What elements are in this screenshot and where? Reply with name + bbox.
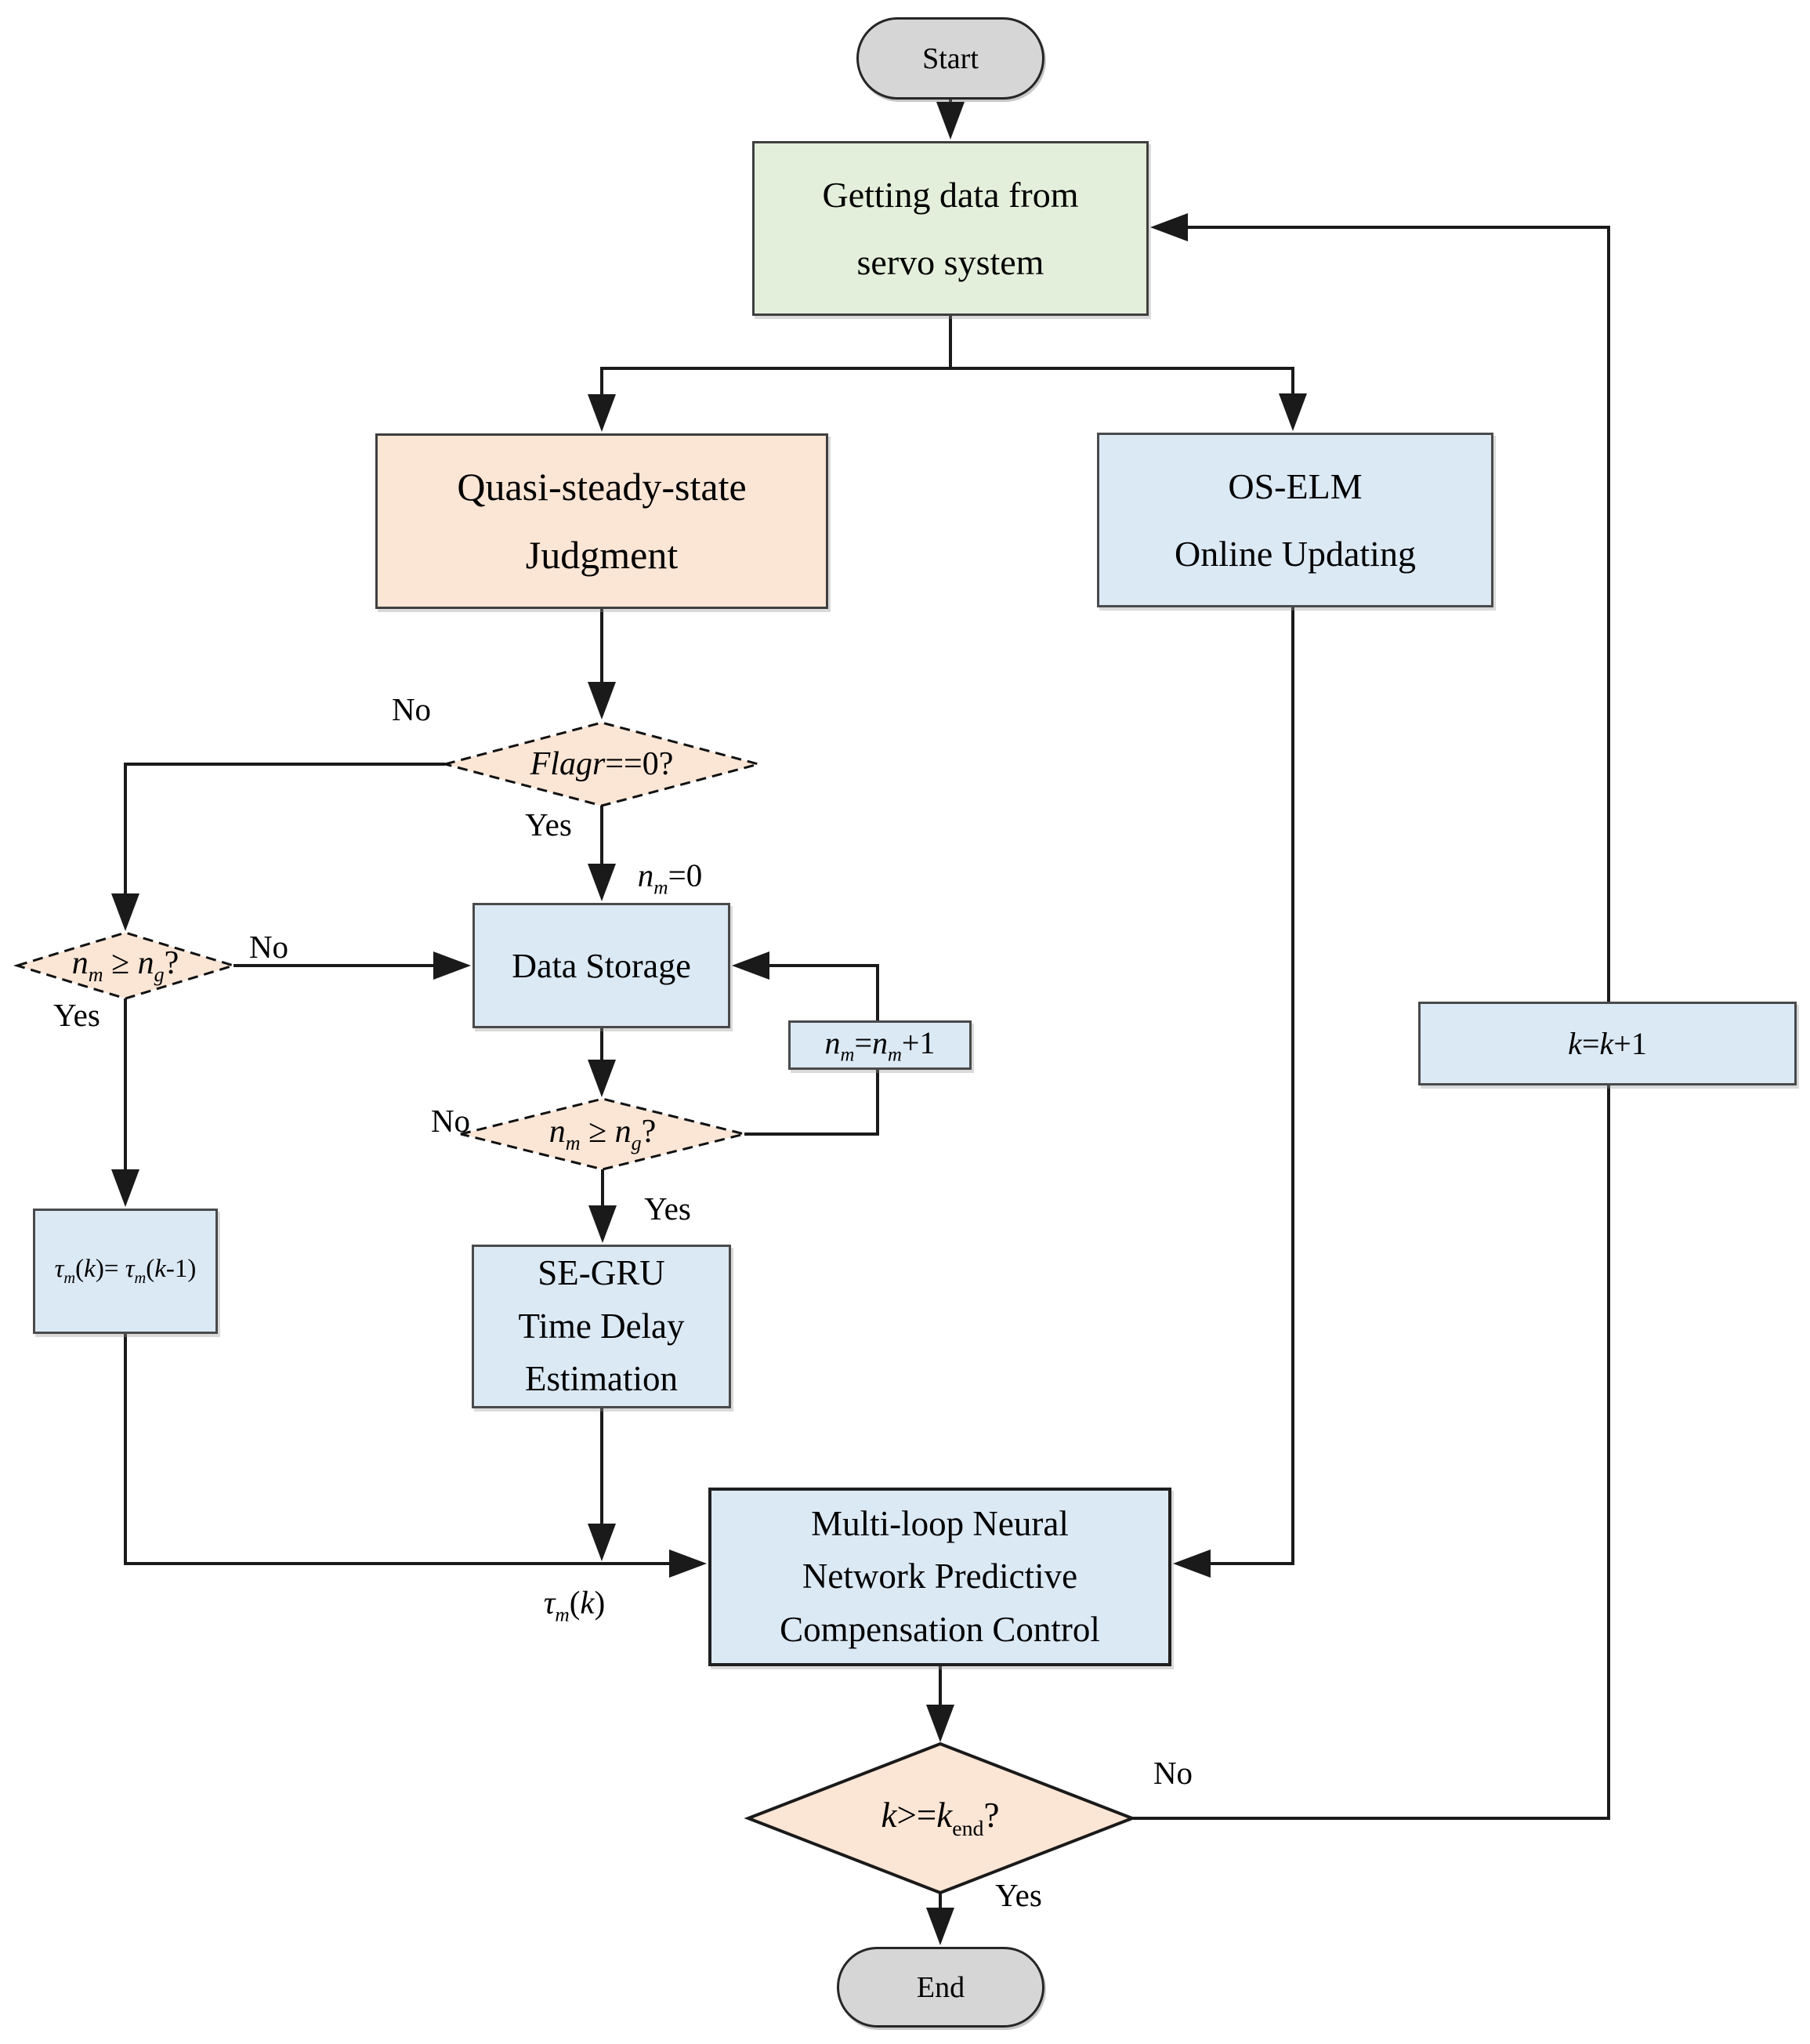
end-terminal: End bbox=[837, 1947, 1044, 2028]
tau-hold-label: τm(k)= τm(k-1) bbox=[54, 1255, 197, 1287]
kend-decision-diamond bbox=[744, 1741, 1137, 1895]
tau-hold-box: τm(k)= τm(k-1) bbox=[33, 1209, 218, 1334]
nm-decision-mid-label: nm ≥ ng? bbox=[548, 1114, 657, 1154]
oselm-line1: OS-ELM bbox=[1228, 466, 1363, 507]
nm-init-label: nm=0 bbox=[637, 857, 703, 899]
nm-increment-box: nm=nm+1 bbox=[788, 1020, 972, 1070]
getting-data-line2: servo system bbox=[856, 241, 1044, 282]
segru-line2: Time Delay bbox=[518, 1306, 685, 1346]
oselm-line2: Online Updating bbox=[1175, 533, 1416, 574]
segru-line1: SE-GRU bbox=[538, 1253, 665, 1293]
start-terminal: Start bbox=[856, 17, 1044, 100]
tau-out-label: τm(k) bbox=[543, 1584, 606, 1626]
multiloop-line2: Network Predictive bbox=[802, 1557, 1078, 1596]
kend-decision-label: k>=kend? bbox=[881, 1796, 1000, 1841]
data-storage-box: Data Storage bbox=[472, 903, 730, 1028]
flag-no-label: No bbox=[391, 691, 432, 727]
edge-split-quasi bbox=[588, 367, 950, 432]
nm-increment-label: nm=nm+1 bbox=[824, 1024, 936, 1066]
getting-data-box: Getting data from servo system bbox=[752, 141, 1149, 316]
quasi-judgment-box: Quasi-steady-state Judgment bbox=[375, 433, 828, 609]
edge-tau-multiloop bbox=[124, 1334, 707, 1578]
multiloop-line1: Multi-loop Neural bbox=[811, 1503, 1069, 1543]
data-storage-label: Data Storage bbox=[512, 946, 691, 985]
k-increment-box: k=k+1 bbox=[1418, 1002, 1797, 1085]
oselm-box: OS-ELM Online Updating bbox=[1097, 433, 1493, 607]
edge-split-oselm bbox=[950, 367, 1307, 431]
multiloop-line3: Compensation Control bbox=[780, 1609, 1100, 1649]
d1-yes-label: Yes bbox=[53, 997, 100, 1033]
quasi-line1: Quasi-steady-state bbox=[457, 464, 747, 509]
flag-yes-label: Yes bbox=[525, 806, 572, 843]
end-label: End bbox=[916, 1970, 965, 2004]
start-label: Start bbox=[922, 42, 979, 75]
kend-no-label: No bbox=[1153, 1755, 1193, 1791]
quasi-line2: Judgment bbox=[525, 533, 679, 577]
d2-no-label: No bbox=[430, 1103, 471, 1139]
edge-oselm-multiloop bbox=[1173, 607, 1294, 1578]
kend-yes-label: Yes bbox=[995, 1877, 1042, 1913]
d2-yes-label: Yes bbox=[644, 1191, 691, 1227]
nm-decision-mid-diamond bbox=[460, 1097, 745, 1171]
getting-data-line1: Getting data from bbox=[822, 175, 1079, 216]
k-increment-label: k=k+1 bbox=[1568, 1026, 1647, 1061]
multiloop-control-box: Multi-loop Neural Network Predictive Com… bbox=[708, 1488, 1171, 1666]
d1-no-label: No bbox=[248, 929, 289, 965]
nm-decision-left-diamond bbox=[13, 931, 238, 1000]
segru-box: SE-GRU Time Delay Estimation bbox=[472, 1245, 731, 1408]
flag-decision-label: Flagr==0? bbox=[530, 746, 674, 782]
edge-flag-no bbox=[111, 763, 445, 931]
segru-line3: Estimation bbox=[525, 1359, 678, 1399]
nm-decision-left-label: nm ≥ ng? bbox=[71, 945, 179, 986]
flag-decision-diamond bbox=[440, 721, 763, 807]
